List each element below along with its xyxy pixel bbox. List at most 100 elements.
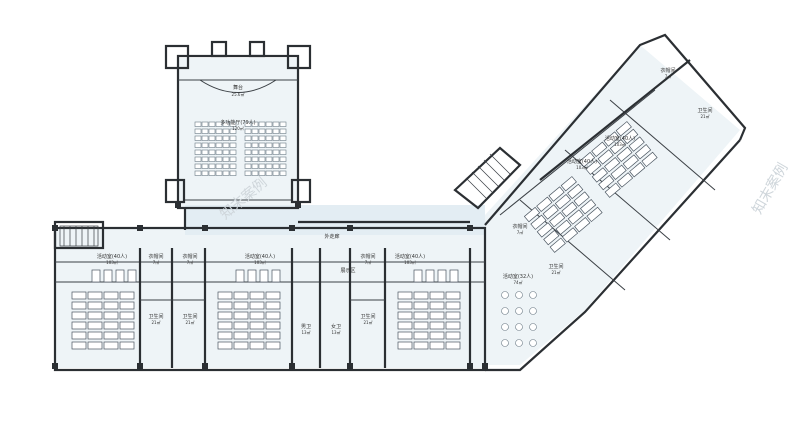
desk	[609, 139, 627, 155]
auditorium-seat	[244, 156, 252, 162]
auditorium-seat	[215, 170, 223, 176]
auditorium-seat	[272, 170, 280, 176]
toilet-b-area: 21㎡	[185, 319, 194, 325]
desk	[87, 321, 103, 330]
auditorium-seat	[208, 135, 216, 141]
desk	[429, 331, 445, 340]
walls	[53, 33, 747, 372]
auditorium-seat	[265, 170, 273, 176]
desk	[536, 196, 553, 212]
desk	[217, 291, 233, 300]
cloakroom-b-label: 衣帽间	[182, 253, 197, 260]
desk	[413, 311, 429, 320]
desk	[616, 146, 633, 163]
table	[91, 269, 101, 283]
furniture	[71, 121, 658, 350]
desk	[71, 341, 87, 350]
desk	[445, 311, 461, 320]
auditorium-seat	[258, 149, 266, 155]
toilet-c-area: 21㎡	[363, 319, 372, 325]
cloakroom-e-label: 衣帽间	[660, 67, 675, 74]
auditorium-seat	[194, 156, 202, 162]
desk	[71, 311, 87, 320]
table	[425, 269, 435, 283]
desk	[628, 136, 645, 152]
auditorium-seat	[208, 156, 216, 162]
auditorium-seat	[208, 149, 216, 155]
desk	[579, 199, 597, 215]
cloakroom-d-label: 衣帽间	[512, 223, 527, 230]
auditorium-seat	[201, 121, 209, 127]
auditorium-seat	[272, 163, 280, 169]
cloakroom-e-area: 7㎡	[665, 73, 672, 79]
auditorium-seat	[215, 142, 223, 148]
toilet-c-label: 卫生间	[360, 313, 375, 320]
cloakroom-a-label: 衣帽间	[148, 253, 163, 260]
auditorium-seat	[215, 135, 223, 141]
auditorium-seat	[222, 156, 230, 162]
desk	[445, 301, 461, 310]
auditorium-seat	[201, 135, 209, 141]
auditorium-seat	[201, 163, 209, 169]
cloakroom-b-area: 7㎡	[187, 259, 194, 265]
desk	[560, 176, 577, 192]
desk	[591, 141, 608, 157]
activity-room-c-label: 活动室(40人)	[395, 253, 425, 260]
desk	[87, 331, 103, 340]
desk	[586, 206, 603, 223]
activity-room-c-area: 103㎡	[404, 259, 416, 265]
desk	[578, 151, 596, 168]
auditorium-seat	[279, 163, 287, 169]
desk	[413, 301, 429, 310]
desk	[561, 227, 579, 243]
auditorium-seat	[251, 128, 259, 134]
desk	[429, 301, 445, 310]
auditorium-seat	[258, 121, 266, 127]
auditorium-seat	[215, 156, 223, 162]
auditorium-seat	[201, 128, 209, 134]
desk	[585, 159, 602, 175]
round-table	[529, 323, 537, 331]
desk	[249, 331, 265, 340]
desk	[604, 182, 621, 198]
desk	[530, 214, 547, 230]
desk	[397, 331, 413, 340]
auditorium-seat	[244, 142, 252, 148]
desk	[397, 301, 413, 310]
auditorium-seat	[265, 142, 273, 148]
round-table	[529, 339, 537, 347]
desk	[429, 311, 445, 320]
womens-toilet-label: 女卫	[331, 323, 341, 330]
desk	[103, 341, 119, 350]
activity-room-e-area: 103㎡	[614, 141, 626, 147]
auditorium-seat	[194, 135, 202, 141]
desk-group	[578, 121, 658, 198]
auditorium-seat	[258, 135, 266, 141]
desk	[397, 291, 413, 300]
activity-room-b-label: 活动室(40人)	[245, 253, 275, 260]
auditorium-seat	[279, 142, 287, 148]
auditorium-seat	[258, 163, 266, 169]
mens-toilet-label: 男卫	[301, 324, 311, 330]
desk	[233, 291, 249, 300]
cloakroom-a-area: 7㎡	[153, 259, 160, 265]
auditorium-seat	[244, 135, 252, 141]
auditorium-seat	[272, 135, 280, 141]
desk	[233, 321, 249, 330]
desk	[397, 341, 413, 350]
corridor-label: 外走廊	[324, 233, 339, 240]
structural-column	[289, 225, 295, 231]
room-labels: 舞台 25.6㎡ 多功能厅(79人) 120㎡ 外走廊 展示区 活动室(40人)…	[97, 67, 713, 335]
auditorium-seat	[215, 128, 223, 134]
desk	[598, 174, 615, 191]
auditorium-seat	[265, 149, 273, 155]
auditorium-seat	[265, 135, 273, 141]
desk	[103, 331, 119, 340]
desk	[217, 341, 233, 350]
round-table	[529, 307, 537, 315]
structural-column	[482, 363, 488, 369]
toilet-a-area: 21㎡	[151, 319, 160, 325]
desk	[413, 291, 429, 300]
activity-room-e-label: 活动室(40人)	[605, 135, 635, 142]
